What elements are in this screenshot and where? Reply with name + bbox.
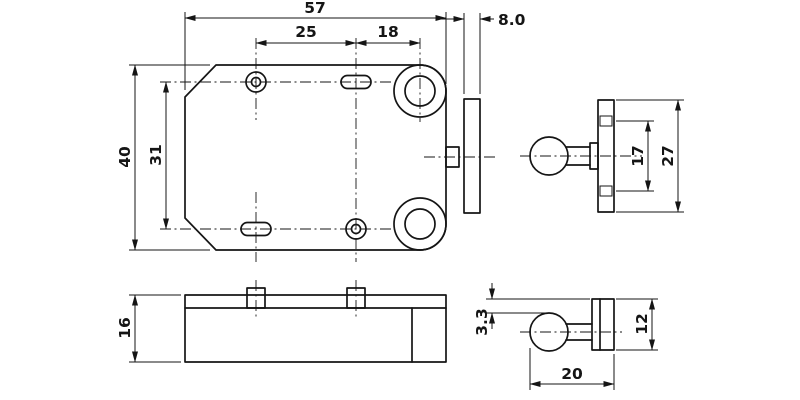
slot-hole-top <box>340 74 372 90</box>
dim-housing-depth: 16 <box>116 294 181 363</box>
dim-hole-row-pitch: 31 <box>147 81 169 230</box>
dim-hole-to-boss: 18 <box>355 23 421 46</box>
screw-hole-top <box>245 71 267 93</box>
boss-top-inner <box>404 75 436 107</box>
dim-label-hole-to-boss: 18 <box>377 23 399 41</box>
center-lines <box>160 38 642 333</box>
dim-label-total-width: 57 <box>304 0 326 17</box>
boss-bottom-outer <box>393 197 447 251</box>
dim-plate-thickness: 8.0 <box>438 11 526 94</box>
mount-boss-left <box>246 287 266 309</box>
catch-ball <box>529 136 569 176</box>
boss-bottom-inner <box>404 208 436 240</box>
dim-label-plate-thickness: 8.0 <box>498 11 526 29</box>
mount-boss-right <box>346 287 366 309</box>
catch-ball-side <box>529 312 569 352</box>
catch-screw-slot-top <box>599 115 613 127</box>
dim-label-hole-pitch: 25 <box>295 23 317 41</box>
push-pin <box>445 146 460 168</box>
ball-catch-front-view <box>529 99 615 213</box>
dim-label-total-height: 40 <box>116 146 134 168</box>
catch-screw-slot-bottom <box>599 185 613 197</box>
dim-label-plate-height: 27 <box>659 145 677 167</box>
dim-catch-length: 20 <box>529 348 615 390</box>
dim-plate-depth: 12 <box>616 298 658 351</box>
ball-catch-side-view <box>529 298 615 352</box>
catch-stem-flange <box>589 142 599 170</box>
housing-side-view <box>184 287 447 363</box>
boss-top-outer <box>393 64 447 118</box>
slot-hole-bottom <box>240 221 272 237</box>
strike-plate-section <box>463 98 481 214</box>
dim-hole-pitch: 25 <box>255 23 357 46</box>
dim-total-width: 57 <box>184 0 447 90</box>
dim-label-flange-offset: 3.3 <box>473 308 491 335</box>
dim-label-housing-depth: 16 <box>116 317 134 339</box>
housing-front-view <box>184 64 481 251</box>
dim-plate-height: 27 <box>616 99 684 213</box>
catch-plate-side <box>591 298 615 351</box>
dim-label-hole-row-pitch: 31 <box>147 144 165 166</box>
dim-label-plate-depth: 12 <box>633 313 651 335</box>
dim-screw-pitch: 17 <box>616 120 654 192</box>
dim-total-height: 40 <box>116 64 210 251</box>
dim-label-catch-length: 20 <box>561 365 583 383</box>
dim-label-screw-pitch: 17 <box>629 145 647 167</box>
screw-hole-bottom <box>345 218 367 240</box>
dim-flange-offset: 3.3 <box>473 283 590 336</box>
